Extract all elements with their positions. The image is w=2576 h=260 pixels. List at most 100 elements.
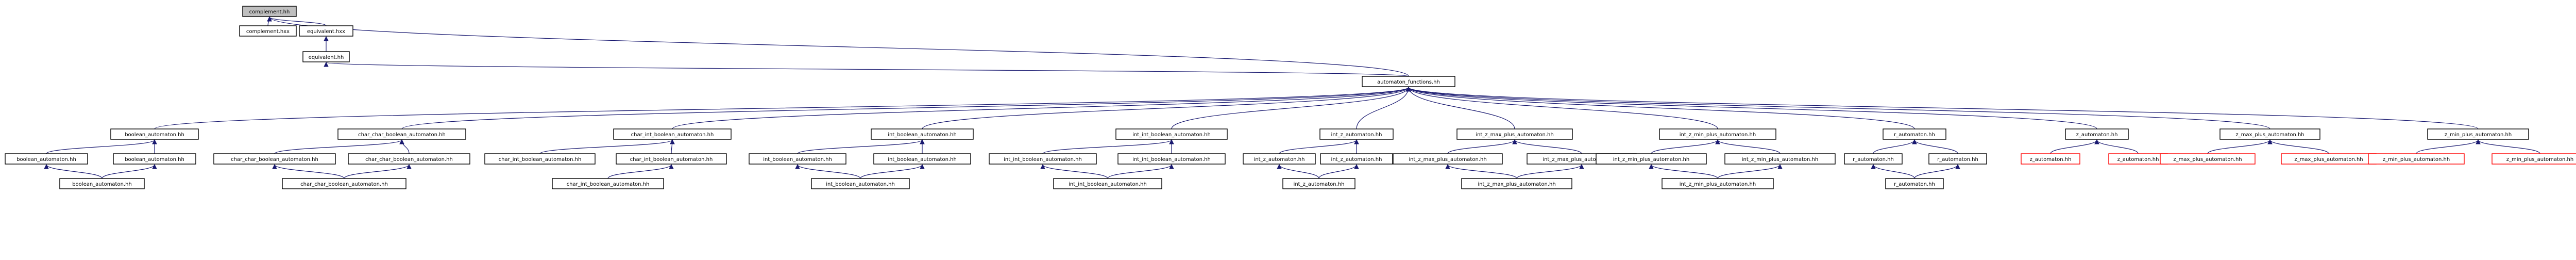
file-node-label: char_char_boolean_automaton.hh <box>358 132 446 138</box>
file-node-label: complement.hh <box>249 9 290 15</box>
file-node-l2-int-boolean[interactable]: int_boolean_automaton.hh <box>871 128 974 140</box>
include-edge <box>1277 164 1319 179</box>
file-node-label: r_automaton.hh <box>1853 157 1894 163</box>
file-node-l2-z[interactable]: z_automaton.hh <box>2065 128 2129 140</box>
file-node-label: z_max_plus_automaton.hh <box>2294 157 2363 163</box>
file-node-l2-int-int-boolean[interactable]: int_int_boolean_automaton.hh <box>1115 128 1228 140</box>
file-node-label: int_boolean_automaton.hh <box>888 157 957 163</box>
include-edge <box>2476 139 2540 154</box>
graph-nodes: complement.hh complement.hxx equivalent.hx… <box>5 6 2576 189</box>
file-node-label: r_automaton.hh <box>1894 182 1935 187</box>
file-node-label: z_min_plus_automaton.hh <box>2445 132 2512 138</box>
include-edge <box>1279 139 1359 154</box>
file-node-equivalent-hxx[interactable]: equivalent.hxx <box>299 25 353 37</box>
include-edge <box>2050 139 2099 154</box>
file-node-l2-int-z-max-plus[interactable]: int_z_max_plus_automaton.hh <box>1456 128 1573 140</box>
file-node-l3-char-int-boolean-a[interactable]: char_int_boolean_automaton.hh <box>484 153 596 165</box>
file-node-l3-boolean-a[interactable]: boolean_automaton.hh <box>5 153 88 165</box>
include-edge <box>2094 139 2139 154</box>
file-node-l2-int-z-min-plus[interactable]: int_z_min_plus_automaton.hh <box>1659 128 1776 140</box>
file-node-l4-int-boolean[interactable]: int_boolean_automaton.hh <box>811 178 910 189</box>
file-node-box <box>616 153 727 165</box>
include-edge <box>922 87 1411 129</box>
file-node-l3-char-char-boolean-b[interactable]: char_char_boolean_automaton.hh <box>348 153 470 165</box>
file-node-l2-char-int-boolean[interactable]: char_int_boolean_automaton.hh <box>613 128 732 140</box>
file-node-label: int_boolean_automaton.hh <box>888 132 957 138</box>
file-node-l4-boolean[interactable]: boolean_automaton.hh <box>59 178 145 189</box>
file-node-l3-int-z-a[interactable]: int_z_automaton.hh <box>1243 153 1316 165</box>
file-node-l3-z-max-plus-b[interactable]: z_max_plus_automaton.hh <box>2281 153 2377 165</box>
file-node-label: z_min_plus_automaton.hh <box>2383 157 2450 163</box>
include-edge <box>1040 164 1108 179</box>
include-edge <box>1447 139 1517 154</box>
file-node-l3-r-b[interactable]: r_automaton.hh <box>1928 153 1987 165</box>
file-node-label: boolean_automaton.hh <box>72 182 132 187</box>
file-node-label: z_max_plus_automaton.hh <box>2173 157 2242 163</box>
file-node-automaton-functions-hh[interactable]: automaton_functions.hh <box>1362 76 1455 87</box>
file-node-l3-int-boolean-a[interactable]: int_boolean_automaton.hh <box>749 153 846 165</box>
file-node-box <box>282 178 406 189</box>
file-node-l4-int-z-min-plus[interactable]: int_z_min_plus_automaton.hh <box>1662 178 1774 189</box>
file-node-l2-r[interactable]: r_automaton.hh <box>1883 128 1946 140</box>
file-node-box <box>1461 178 1572 189</box>
include-edge <box>539 139 675 154</box>
file-node-box <box>1596 153 1707 165</box>
file-node-l3-int-z-min-plus-a[interactable]: int_z_min_plus_automaton.hh <box>1596 153 1707 165</box>
file-node-l3-int-int-boolean-b[interactable]: int_int_boolean_automaton.hh <box>1117 153 1226 165</box>
file-node-l2-int-z[interactable]: int_z_automaton.hh <box>1319 128 1394 140</box>
file-node-l4-int-z-max-plus[interactable]: int_z_max_plus_automaton.hh <box>1461 178 1572 189</box>
file-node-l4-r[interactable]: r_automaton.hh <box>1885 178 1944 189</box>
file-node-l3-char-char-boolean-a[interactable]: char_char_boolean_automaton.hh <box>213 153 336 165</box>
file-node-l4-char-int-boolean[interactable]: char_int_boolean_automaton.hh <box>552 178 664 189</box>
include-edge <box>1873 139 1917 154</box>
file-node-label: equivalent.hxx <box>307 29 345 35</box>
file-node-l2-char-char-boolean[interactable]: char_char_boolean_automaton.hh <box>337 128 466 140</box>
file-node-box <box>1320 153 1393 165</box>
file-node-l3-z-b[interactable]: z_automaton.hh <box>2108 153 2168 165</box>
file-node-l3-int-int-boolean-a[interactable]: int_int_boolean_automaton.hh <box>989 153 1097 165</box>
file-node-l2-z-max-plus[interactable]: z_max_plus_automaton.hh <box>2219 128 2320 140</box>
include-edge <box>2267 139 2329 154</box>
include-edge <box>1512 139 1582 154</box>
file-node-l3-z-a[interactable]: z_automaton.hh <box>2021 153 2080 165</box>
file-node-label: equivalent.hh <box>309 55 344 60</box>
file-node-l3-char-int-boolean-b[interactable]: char_int_boolean_automaton.hh <box>616 153 727 165</box>
file-node-l3-boolean-b[interactable]: boolean_automaton.hh <box>113 153 196 165</box>
file-node-l2-z-min-plus[interactable]: z_min_plus_automaton.hh <box>2427 128 2529 140</box>
file-node-equivalent-hh[interactable]: equivalent.hh <box>302 51 350 62</box>
file-node-box <box>2021 153 2080 165</box>
file-node-l3-r-a[interactable]: r_automaton.hh <box>1844 153 1903 165</box>
file-node-l3-int-z-min-plus-b[interactable]: int_z_min_plus_automaton.hh <box>1724 153 1836 165</box>
file-node-label: char_int_boolean_automaton.hh <box>630 157 713 163</box>
file-node-complement-hxx[interactable]: complement.hxx <box>239 25 297 37</box>
include-edge <box>672 87 1411 129</box>
file-node-l3-z-min-plus-a[interactable]: z_min_plus_automaton.hh <box>2368 153 2465 165</box>
file-node-label: int_z_automaton.hh <box>1294 182 1345 187</box>
include-edge <box>1356 87 1411 129</box>
file-node-l3-int-boolean-b[interactable]: int_boolean_automaton.hh <box>873 153 971 165</box>
file-node-l3-int-z-b[interactable]: int_z_automaton.hh <box>1320 153 1393 165</box>
file-node-box <box>348 153 470 165</box>
file-node-l3-int-z-max-plus-a[interactable]: int_z_max_plus_automaton.hh <box>1393 153 1503 165</box>
file-node-l4-char-char-boolean[interactable]: char_char_boolean_automaton.hh <box>282 178 406 189</box>
file-node-box <box>552 178 664 189</box>
file-node-l4-int-z[interactable]: int_z_automaton.hh <box>1282 178 1355 189</box>
file-node-box <box>302 51 350 62</box>
file-node-l3-z-min-plus-b[interactable]: z_min_plus_automaton.hh <box>2492 153 2576 165</box>
file-node-label: int_int_boolean_automaton.hh <box>1004 157 1082 163</box>
file-node-box <box>1393 153 1503 165</box>
file-node-l3-z-max-plus-a[interactable]: z_max_plus_automaton.hh <box>2160 153 2256 165</box>
file-node-box <box>2368 153 2465 165</box>
file-node-l4-int-int-boolean[interactable]: int_int_boolean_automaton.hh <box>1053 178 1162 189</box>
file-node-box <box>2427 128 2529 140</box>
include-edge <box>1107 164 1174 179</box>
file-node-label: boolean_automaton.hh <box>125 157 184 163</box>
file-node-box <box>239 25 297 37</box>
file-node-l2-boolean[interactable]: boolean_automaton.hh <box>110 128 199 140</box>
file-node-box <box>1053 178 1162 189</box>
file-node-box <box>1456 128 1573 140</box>
file-node-box <box>2219 128 2320 140</box>
include-edge <box>670 139 675 154</box>
file-node-label: int_int_boolean_automaton.hh <box>1069 182 1147 187</box>
include-edge <box>1042 139 1174 154</box>
